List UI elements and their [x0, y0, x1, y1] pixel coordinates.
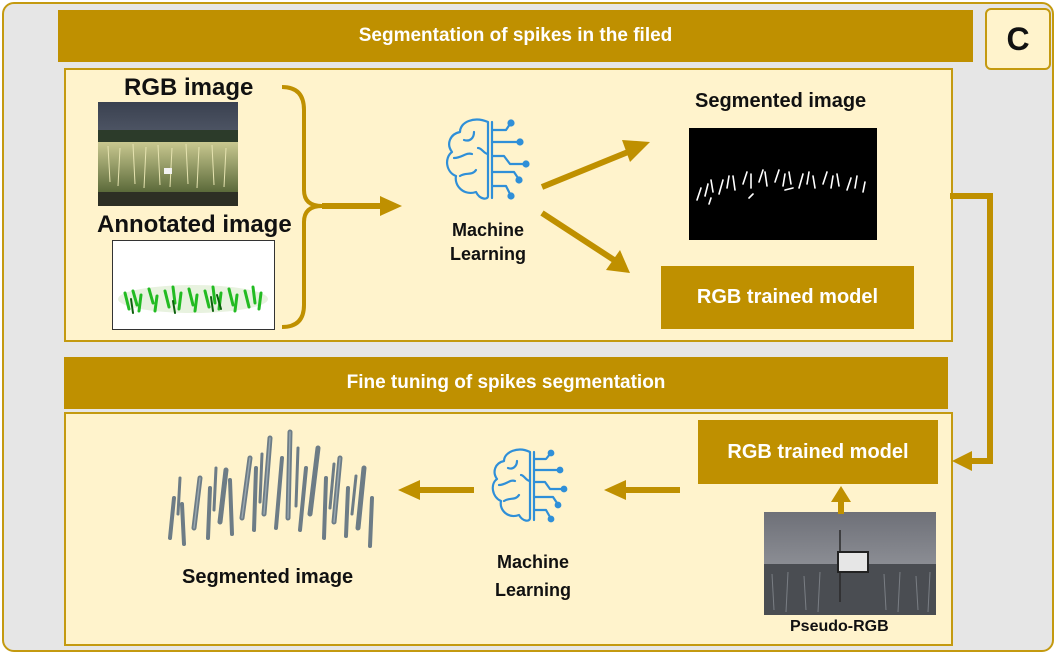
top-segmented-label: Segmented image — [695, 90, 867, 112]
arrow-ml-to-output — [398, 480, 474, 500]
segmented-mask-image — [689, 128, 877, 240]
segmented-spikes-image — [150, 418, 390, 558]
top-ml-line2: Learning — [449, 244, 526, 264]
rgb-image-label: RGB image — [124, 74, 254, 101]
annotated-image — [112, 240, 275, 330]
top-trained-model-box: RGB trained model — [661, 266, 914, 329]
bottom-trained-model-box: RGB trained model — [698, 420, 938, 484]
bottom-ml-line2: Learning — [494, 580, 571, 600]
brain-icon — [491, 448, 568, 523]
bottom-segmented-label: Segmented image — [182, 566, 354, 588]
arrow-pseudo-to-model — [831, 486, 851, 514]
annotated-image-label: Annotated image — [97, 211, 292, 238]
top-ml-line1: Machine — [451, 220, 525, 240]
input-bracket — [281, 85, 323, 329]
bottom-ml-label: Machine Learning — [483, 548, 583, 604]
brain-icon — [446, 118, 530, 200]
arrow-to-ml — [322, 196, 402, 216]
top-section-title: Segmentation of spikes in the filed — [58, 10, 973, 62]
top-ml-label: Machine Learning — [438, 218, 538, 266]
arrow-to-trained-model — [540, 210, 630, 273]
bottom-ml-line1: Machine — [496, 552, 570, 572]
panel-letter: C — [985, 8, 1051, 70]
connector-to-fine-tuning — [950, 193, 993, 471]
arrow-to-segmented — [540, 140, 650, 190]
arrow-model-to-ml — [604, 480, 680, 500]
pseudo-rgb-photo — [764, 512, 936, 615]
rgb-field-photo — [98, 102, 238, 206]
pseudo-rgb-label: Pseudo-RGB — [790, 618, 889, 635]
bottom-section-title: Fine tuning of spikes segmentation — [64, 357, 948, 409]
